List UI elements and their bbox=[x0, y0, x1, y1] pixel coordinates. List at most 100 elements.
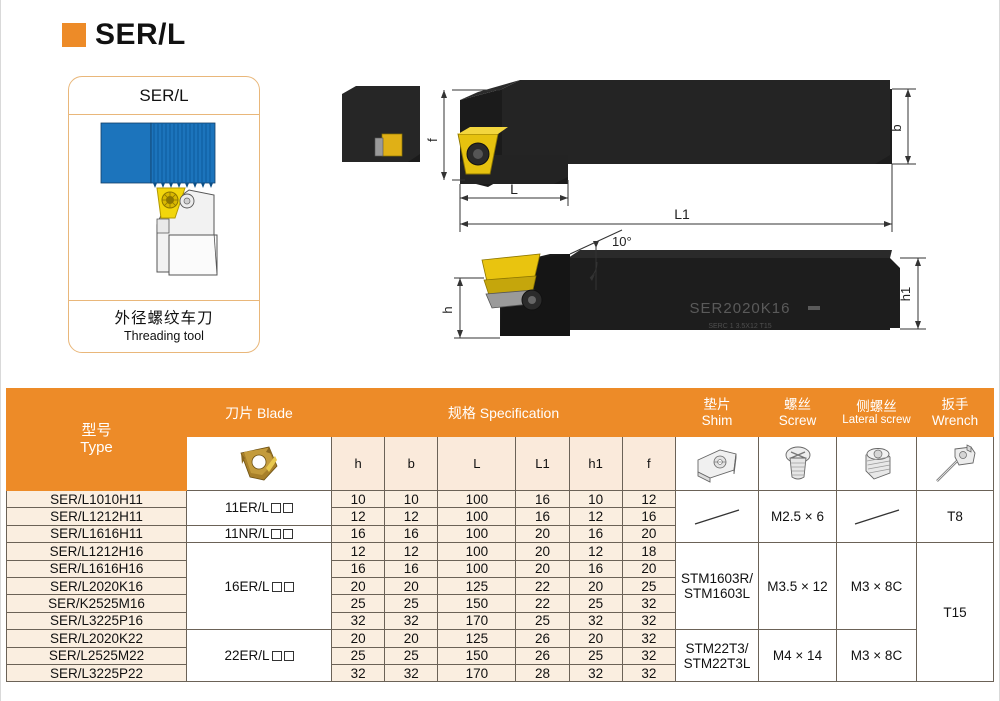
header-lateral-screw: 侧螺丝 Lateral screw bbox=[836, 388, 917, 437]
cell-b: 12 bbox=[384, 542, 439, 561]
specification-table: 型号 Type 刀片 Blade 规格 Specification 垫片 Shi… bbox=[6, 388, 994, 683]
header-specification-label: 规格 Specification bbox=[447, 404, 560, 421]
dimension-label-h1: h1 bbox=[898, 287, 913, 301]
cell-f: 20 bbox=[621, 524, 677, 544]
cell-L: 170 bbox=[437, 611, 517, 631]
cell-f: 16 bbox=[621, 507, 677, 526]
header-specification: 规格 Specification bbox=[331, 388, 676, 437]
cell-L1: 16 bbox=[515, 489, 570, 509]
table-header-row-1: 型号 Type 刀片 Blade 规格 Specification 垫片 Shi… bbox=[6, 388, 994, 491]
engraving-text: SER2020K16 bbox=[690, 300, 791, 317]
dimension-label-h: h bbox=[440, 306, 455, 313]
dimension-label-L: L bbox=[510, 181, 518, 197]
cell-type: SER/L2020K16 bbox=[6, 576, 187, 596]
dimension-f bbox=[441, 89, 500, 181]
cell-lateral-screw bbox=[836, 489, 917, 544]
lateral-screw-icon-cell bbox=[836, 436, 917, 491]
dimension-label-f: f bbox=[425, 138, 440, 142]
cell-L1: 20 bbox=[515, 559, 570, 578]
cell-h1: 12 bbox=[568, 542, 623, 561]
dimension-h bbox=[454, 277, 500, 339]
product-card: SER/L bbox=[68, 76, 260, 353]
cell-h: 10 bbox=[330, 489, 386, 509]
cell-L1: 26 bbox=[515, 629, 570, 648]
header-screw: 螺丝 Screw bbox=[758, 388, 837, 437]
subheader-f: f bbox=[621, 436, 677, 491]
page-title: SER/L bbox=[62, 20, 186, 50]
cell-b: 25 bbox=[384, 646, 439, 665]
technical-drawing-top-view: f b L L1 bbox=[330, 62, 1000, 237]
cell-f: 32 bbox=[621, 629, 677, 648]
table-head: 型号 Type 刀片 Blade 规格 Specification 垫片 Shi… bbox=[6, 388, 994, 491]
cell-f: 18 bbox=[621, 542, 677, 561]
cell-type: SER/L1010H11 bbox=[6, 489, 187, 509]
cell-L1: 22 bbox=[515, 576, 570, 596]
end-view bbox=[342, 86, 420, 162]
cell-type: SER/L1616H11 bbox=[6, 524, 187, 544]
cell-h1: 25 bbox=[568, 594, 623, 613]
dimension-L bbox=[459, 180, 569, 206]
cell-h1: 20 bbox=[568, 576, 623, 596]
cell-blade: 11ER/L bbox=[186, 490, 332, 526]
cell-h1: 32 bbox=[568, 611, 623, 631]
cell-screw: M2.5 × 6 bbox=[758, 489, 837, 544]
cell-b: 20 bbox=[384, 576, 439, 596]
cell-h1: 12 bbox=[568, 507, 623, 526]
product-card-illustration bbox=[69, 115, 259, 300]
cell-h1: 20 bbox=[568, 629, 623, 648]
cell-type: SER/L2020K22 bbox=[6, 629, 187, 648]
dimension-L1 bbox=[459, 164, 893, 232]
cell-lateral-screw: M3 × 8C bbox=[836, 542, 917, 631]
header-wrench: 扳手 Wrench bbox=[916, 388, 994, 437]
title-swatch-icon bbox=[62, 23, 86, 47]
header-wrench-cn: 扳手 bbox=[941, 397, 969, 413]
cell-f: 20 bbox=[621, 559, 677, 578]
cell-h: 25 bbox=[330, 646, 386, 665]
cell-L: 125 bbox=[437, 629, 517, 648]
holder-side-view bbox=[457, 80, 892, 187]
header-wrench-en: Wrench bbox=[931, 412, 979, 428]
product-card-caption: 外径螺纹车刀 Threading tool bbox=[69, 300, 259, 352]
subheader-L1: L1 bbox=[515, 436, 570, 491]
dimension-h1 bbox=[900, 257, 926, 330]
cell-L: 150 bbox=[437, 594, 517, 613]
header-type: 型号 Type bbox=[6, 388, 187, 491]
cell-L: 150 bbox=[437, 646, 517, 665]
cell-L1: 16 bbox=[515, 507, 570, 526]
header-blade-label: 刀片 Blade bbox=[225, 404, 293, 421]
cell-h: 16 bbox=[330, 559, 386, 578]
cell-type: SER/K2525M16 bbox=[6, 594, 187, 613]
subheader-b: b bbox=[384, 436, 439, 491]
cell-h: 20 bbox=[330, 629, 386, 648]
cell-h: 20 bbox=[330, 576, 386, 596]
cell-type: SER/L2525M22 bbox=[6, 646, 187, 665]
cell-L1: 22 bbox=[515, 594, 570, 613]
cell-L: 125 bbox=[437, 576, 517, 596]
cell-f: 32 bbox=[621, 646, 677, 665]
cell-screw: M3.5 × 12 bbox=[758, 542, 837, 631]
cell-L: 100 bbox=[437, 542, 517, 561]
header-lateral-screw-en: Lateral screw bbox=[842, 413, 911, 426]
cell-f: 32 bbox=[621, 594, 677, 613]
dimension-label-b: b bbox=[889, 124, 904, 131]
header-blade: 刀片 Blade bbox=[186, 388, 332, 437]
cell-wrench: T8 bbox=[916, 489, 994, 544]
cell-blade: 16ER/L bbox=[186, 542, 332, 631]
screw-icon-cell bbox=[758, 436, 837, 491]
cell-h1: 16 bbox=[568, 524, 623, 544]
cell-f: 25 bbox=[621, 576, 677, 596]
cell-h: 12 bbox=[330, 507, 386, 526]
dimension-label-L1: L1 bbox=[674, 206, 690, 222]
header-shim-en: Shim bbox=[701, 412, 733, 428]
wrench-icon-cell bbox=[916, 436, 994, 491]
subheader-h1: h1 bbox=[568, 436, 623, 491]
blade-icon-cell bbox=[186, 436, 332, 491]
cell-shim: STM1603R/STM1603L bbox=[675, 542, 759, 631]
cell-b: 16 bbox=[384, 524, 439, 544]
